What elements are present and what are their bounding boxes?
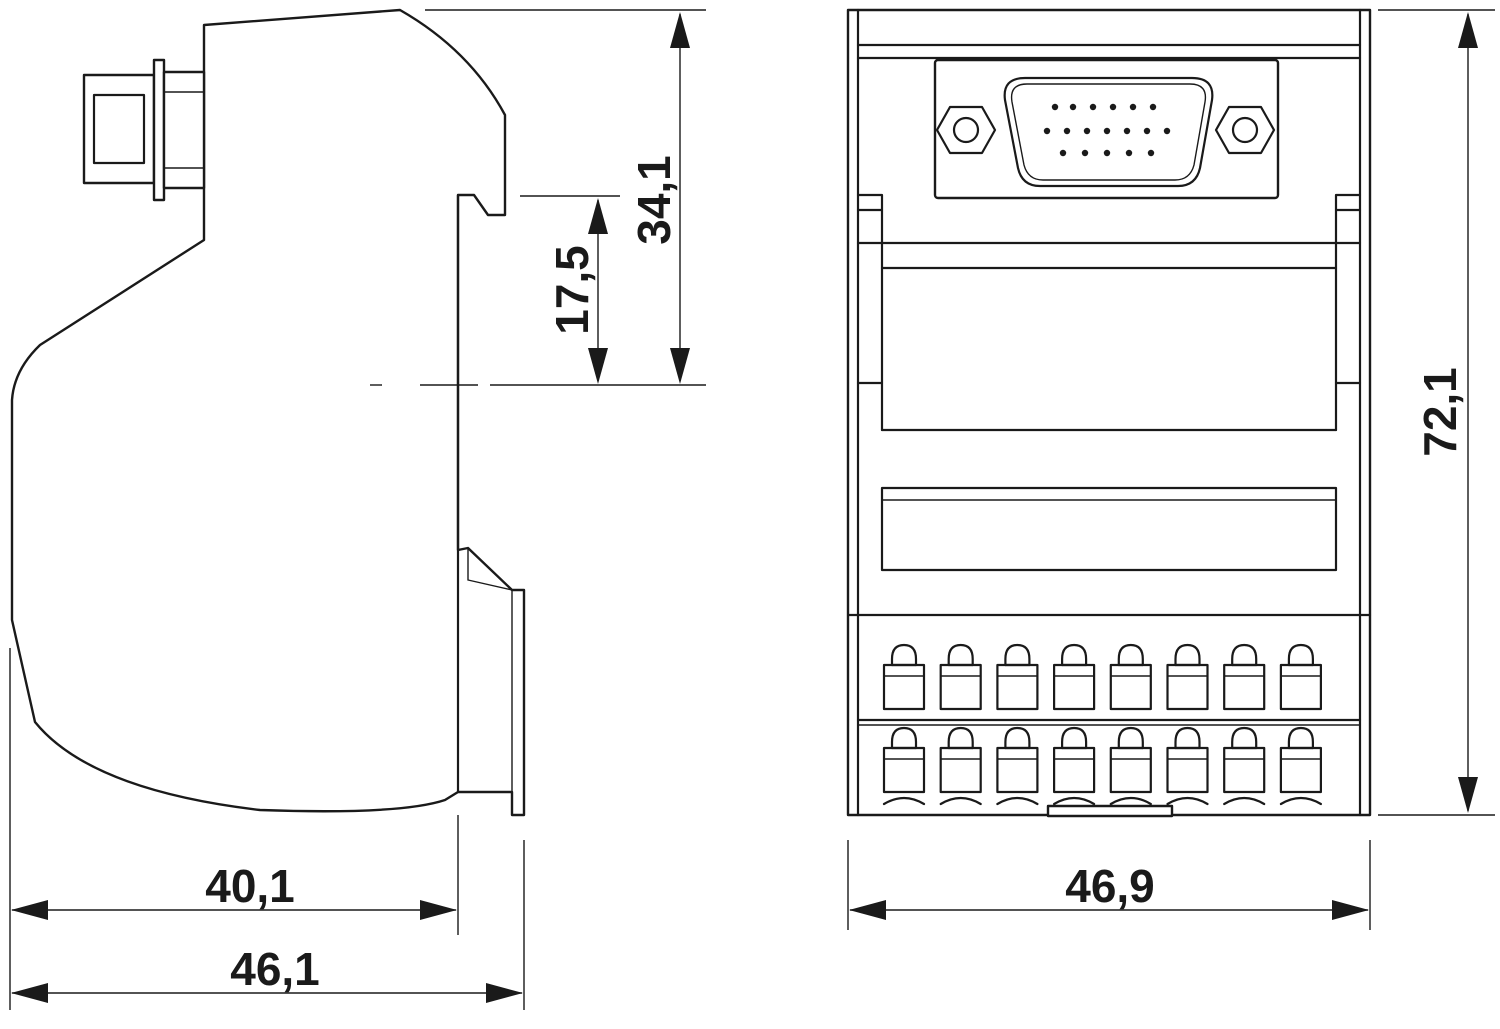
side-connector-body bbox=[82, 73, 156, 185]
dimension-label-height: 72,1 bbox=[1414, 367, 1466, 457]
terminal-screw[interactable] bbox=[996, 643, 1039, 711]
side-housing-outline bbox=[10, 8, 526, 817]
side-view bbox=[10, 8, 526, 817]
dsub-pin bbox=[1143, 127, 1151, 135]
terminal-screw[interactable] bbox=[1052, 726, 1096, 806]
arrowhead bbox=[588, 198, 608, 234]
side-vertical-dimensions: 34,1 17,5 bbox=[425, 9, 706, 386]
left-latch bbox=[856, 193, 884, 212]
side-connector-flange bbox=[152, 58, 166, 202]
terminal-screw[interactable] bbox=[1052, 643, 1096, 711]
arrowhead bbox=[420, 900, 457, 920]
dimension-label-total-depth: 46,1 bbox=[230, 943, 320, 995]
arrowhead bbox=[11, 983, 48, 1003]
terminal-screw[interactable] bbox=[882, 726, 926, 806]
front-horizontal-dimension: 46,9 bbox=[847, 840, 1371, 930]
terminal-rows bbox=[882, 643, 1323, 806]
dsub-pin bbox=[1059, 149, 1067, 157]
terminal-screw[interactable] bbox=[1166, 726, 1209, 806]
terminal-screw[interactable] bbox=[882, 643, 926, 711]
left-screw-nut bbox=[935, 105, 997, 155]
terminal-screw[interactable] bbox=[1223, 643, 1266, 711]
housing-foot bbox=[1046, 804, 1174, 818]
terminal-screw[interactable] bbox=[939, 643, 982, 711]
dsub-pin bbox=[1123, 127, 1131, 135]
right-screw-nut bbox=[1214, 105, 1276, 155]
arrowhead bbox=[670, 348, 690, 384]
right-latch bbox=[1334, 193, 1362, 212]
arrowhead bbox=[670, 12, 690, 48]
dsub-pin bbox=[1163, 127, 1171, 135]
dsub-pin bbox=[1109, 103, 1117, 111]
dsub-pin bbox=[1125, 149, 1133, 157]
terminal-screw[interactable] bbox=[1166, 643, 1209, 711]
side-horizontal-dimensions: 40,1 46,1 bbox=[9, 648, 525, 1010]
arrowhead bbox=[486, 983, 523, 1003]
arrowhead bbox=[11, 900, 48, 920]
dimension-label-depth: 40,1 bbox=[205, 860, 295, 912]
arrowhead bbox=[1458, 777, 1478, 813]
dimension-label-width: 46,9 bbox=[1065, 860, 1155, 912]
arrowhead bbox=[1332, 900, 1369, 920]
terminal-screw[interactable] bbox=[1109, 643, 1152, 711]
front-vertical-dimension: 72,1 bbox=[1378, 9, 1495, 816]
dsub-shell-outer bbox=[1003, 76, 1214, 188]
dimension-label-rail-to-top: 34,1 bbox=[628, 155, 680, 245]
dsub-pin bbox=[1051, 103, 1059, 111]
dsub-pin bbox=[1103, 149, 1111, 157]
dsub-pin bbox=[1081, 149, 1089, 157]
marker-strip bbox=[880, 486, 1338, 572]
dsub-pin bbox=[1069, 103, 1077, 111]
dsub-pin bbox=[1149, 103, 1157, 111]
terminal-screw[interactable] bbox=[1279, 643, 1323, 711]
arrowhead bbox=[1458, 12, 1478, 48]
dsub-pin bbox=[1043, 127, 1051, 135]
dsub-shell-inner bbox=[1010, 83, 1207, 181]
rail-clip-detail bbox=[467, 548, 513, 591]
dsub-pin bbox=[1129, 103, 1137, 111]
arrowhead bbox=[849, 900, 886, 920]
front-view bbox=[846, 8, 1372, 818]
side-connector bbox=[82, 58, 206, 202]
terminal-screw[interactable] bbox=[1109, 726, 1152, 806]
terminal-screw[interactable] bbox=[1279, 726, 1323, 806]
side-connector-collar bbox=[162, 70, 206, 190]
dsub-pin bbox=[1083, 127, 1091, 135]
dsub-pin bbox=[1089, 103, 1097, 111]
side-connector-inner bbox=[92, 93, 146, 165]
terminal-screw[interactable] bbox=[939, 726, 982, 806]
dsub-pin bbox=[1147, 149, 1155, 157]
dsub-pin bbox=[1103, 127, 1111, 135]
arrowhead bbox=[588, 348, 608, 384]
terminal-screw[interactable] bbox=[1223, 726, 1266, 806]
dimension-label-rail-to-connector: 17,5 bbox=[546, 245, 598, 335]
dsub-pins bbox=[1043, 103, 1171, 157]
dsub-pin bbox=[1063, 127, 1071, 135]
terminal-screw[interactable] bbox=[996, 726, 1039, 806]
